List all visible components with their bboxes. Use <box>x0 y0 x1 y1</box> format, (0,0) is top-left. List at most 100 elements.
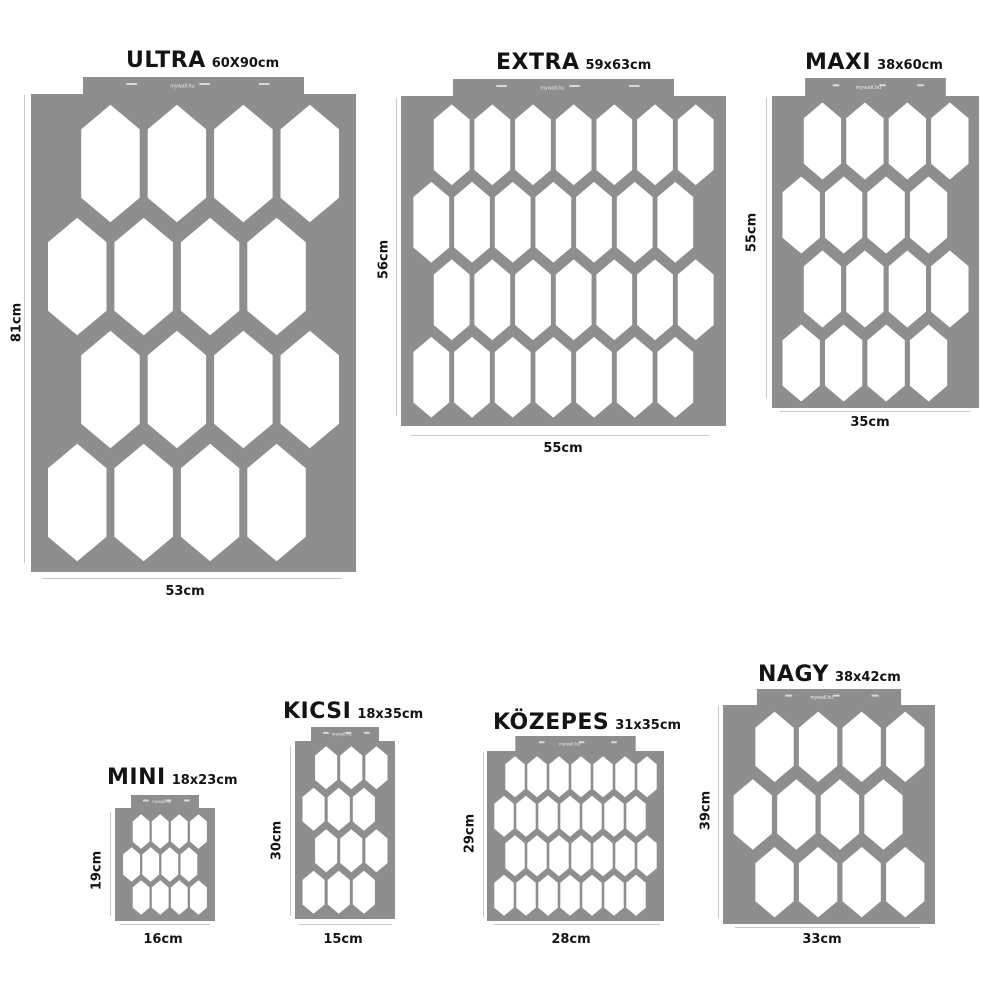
kozepes-brand-text: mywall.hu <box>559 741 581 747</box>
kicsi-size: 18x35cm <box>357 707 424 722</box>
kicsi-hexagon-cutout <box>302 787 325 831</box>
extra-hexagon-cutout <box>616 336 653 418</box>
kicsi-hexagon-cutout <box>365 829 388 873</box>
ultra-hexagon-cutout <box>81 330 140 449</box>
mini-size: 18x23cm <box>171 773 238 788</box>
extra-hexagon-cutout <box>637 104 673 186</box>
ultra-hexagon-cutout <box>280 330 339 449</box>
mini-hang-slot <box>142 799 149 802</box>
nagy-height-line <box>718 706 719 918</box>
nagy-hanger-tab <box>756 689 902 707</box>
extra-brand-text: mywall.hu <box>540 86 564 92</box>
extra-hexagon-cutout <box>454 336 490 418</box>
mini-hexagon-cutout <box>151 880 169 915</box>
mini-width-line <box>120 924 210 925</box>
maxi-hexagon-cutout <box>888 102 926 180</box>
ultra-hexagon-cutout <box>81 104 140 223</box>
kicsi-brand-text: mywall.hu <box>332 732 352 737</box>
kicsi-hexagon-cutout <box>327 870 350 914</box>
kicsi-hexagon-cutout <box>365 746 388 790</box>
kozepes-hexagon-cutout <box>571 835 591 877</box>
extra-hexagon-cutout <box>474 259 511 341</box>
kicsi-hexagon-cutout <box>315 746 338 790</box>
extra-hexagon-cutout <box>677 259 714 341</box>
kozepes-hexagon-cutout <box>538 874 558 916</box>
ultra-hexagon-cutout <box>114 217 173 336</box>
ultra-hexagon-cutout <box>180 443 240 562</box>
maxi-hexagon-cutout <box>782 324 820 402</box>
kozepes-height-label: 29cm <box>462 813 478 854</box>
kicsi-hexagon-cutout <box>352 787 375 831</box>
kozepes-hexagon-cutout <box>615 835 635 877</box>
extra-hexagon-cutout <box>576 336 612 418</box>
maxi-hexagon-cutout <box>909 324 948 402</box>
kozepes-hexagon-cutout <box>637 835 657 877</box>
kozepes-size: 31x35cm <box>615 718 682 733</box>
maxi-hexagon-cutout <box>782 176 820 254</box>
kozepes-hexagon-cutout <box>505 835 525 877</box>
extra-hexagon-cutout <box>494 181 531 263</box>
mini-height-label: 19cm <box>89 850 105 891</box>
kozepes-hexagon-cutout <box>549 835 569 877</box>
extra-hexagon-cutout <box>576 181 612 263</box>
kicsi-hang-slot <box>345 731 352 734</box>
kozepes-hexagon-cutout <box>593 835 613 877</box>
nagy-hexagon-cutout <box>886 711 925 782</box>
kicsi-hanger-tab <box>311 727 379 743</box>
kozepes-hexagon-cutout <box>549 756 569 798</box>
kicsi-hexagon-cutout <box>302 870 325 914</box>
ultra-hexagon-cutout <box>147 104 207 223</box>
mini-hexagon-cutout <box>132 880 150 915</box>
extra-hexagon-cutout <box>515 104 551 186</box>
ultra-hang-slot <box>258 82 270 85</box>
maxi-hexagon-cutout <box>888 250 926 328</box>
kozepes-hexagon-cutout <box>604 795 624 837</box>
maxi-hexagon-cutout <box>803 102 842 180</box>
kozepes-hexagon-cutout <box>593 756 613 798</box>
nagy-hexagon-cutout <box>798 847 838 918</box>
ultra-hexagon-cutout <box>48 217 107 336</box>
kicsi-title: KICSI 18x35cm <box>283 699 423 724</box>
kozepes-hexagon-cutout <box>516 874 536 916</box>
extra-hang-slot <box>569 84 581 87</box>
maxi-hexagon-cutout <box>825 176 863 254</box>
kicsi-name: KICSI <box>283 699 352 724</box>
kozepes-hexagon-cutout <box>505 756 525 798</box>
nagy-hexagon-cutout <box>798 711 838 782</box>
ultra-hanger-tab <box>83 77 304 96</box>
kicsi-hang-slot <box>363 731 370 734</box>
kozepes-hang-slot <box>611 741 618 744</box>
extra-hexagon-cutout <box>657 181 694 263</box>
nagy-hexagon-cutout <box>777 779 816 850</box>
extra-hexagon-cutout <box>433 104 470 186</box>
maxi-hanger-tab <box>805 78 946 98</box>
mini-hexagon-cutout <box>190 880 207 915</box>
mini-hexagon-cutout <box>170 880 188 915</box>
nagy-name: NAGY <box>758 662 829 687</box>
kozepes-hexagon-cutout <box>582 795 602 837</box>
kozepes-hexagon-cutout <box>626 795 646 837</box>
ultra-stencil: mywall.hu <box>31 77 356 572</box>
maxi-brand-text: mywall.hu <box>856 85 882 91</box>
extra-hexagon-cutout <box>535 181 572 263</box>
ultra-size: 60X90cm <box>211 56 280 71</box>
extra-hexagon-cutout <box>657 336 694 418</box>
kicsi-hexagon-cutout <box>340 746 363 790</box>
extra-hexagon-cutout <box>413 181 450 263</box>
nagy-title: NAGY 38x42cm <box>758 662 901 687</box>
extra-hexagon-cutout <box>474 104 511 186</box>
maxi-width-line <box>780 411 970 412</box>
extra-hexagon-cutout <box>535 336 572 418</box>
maxi-hexagon-cutout <box>931 250 969 328</box>
kozepes-hexagon-cutout <box>494 795 514 837</box>
mini-stencil: mywall.hu <box>115 795 215 921</box>
extra-hexagon-cutout <box>515 259 551 341</box>
kozepes-hang-slot <box>578 741 585 744</box>
extra-hexagon-cutout <box>413 336 450 418</box>
nagy-size: 38x42cm <box>834 670 901 685</box>
maxi-hexagon-cutout <box>825 324 863 402</box>
nagy-hexagon-cutout <box>864 779 903 850</box>
nagy-brand-text: mywall.hu <box>810 695 833 701</box>
